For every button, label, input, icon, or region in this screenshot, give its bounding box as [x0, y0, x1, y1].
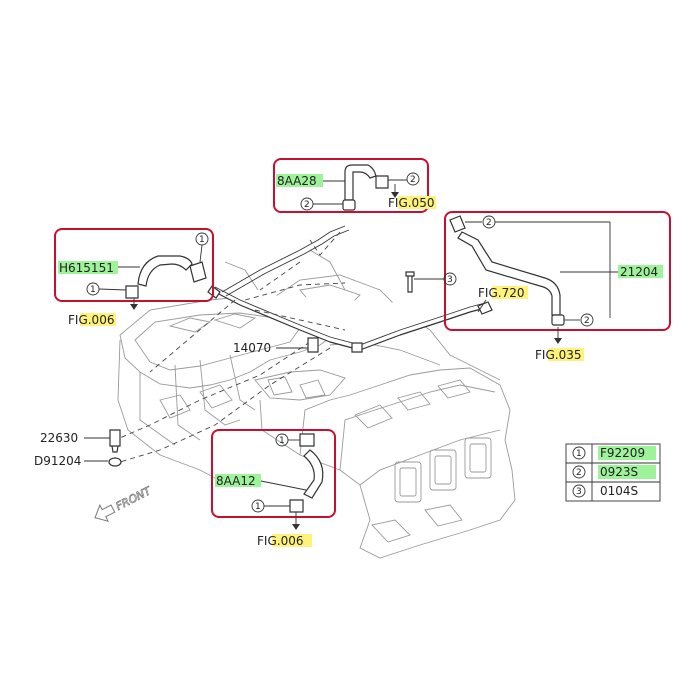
dashed-leaders [114, 231, 346, 463]
hose-H615151 [137, 255, 193, 287]
fig-ref-006-bottom: G.006 [267, 534, 303, 548]
engine-block-outline [117, 249, 516, 559]
callout-2-icon [406, 172, 420, 186]
part-H615151-label: H615151 [59, 261, 114, 275]
svg-text:2: 2 [576, 468, 582, 478]
callout-3-icon [443, 272, 457, 286]
part-14070-label: 14070 [233, 341, 271, 355]
part-8AA12-label: 8AA12 [216, 474, 256, 488]
callout-2-icon [580, 313, 594, 327]
fig-ref-006-left-prefix: F [68, 313, 75, 327]
part-8AA28-label: 8AA28 [277, 174, 317, 188]
legend-row: 2 0923S [572, 465, 656, 479]
part-21204-label: 21204 [620, 265, 658, 279]
svg-text:1: 1 [199, 235, 205, 245]
fig-ref-035: G.03 [545, 348, 573, 362]
pipe-clamps [207, 285, 493, 353]
group-bottom: 1 8AA12 1 FIG.006 [215, 433, 324, 548]
svg-text:1: 1 [279, 436, 285, 446]
clamp-icon [449, 215, 466, 233]
clamp-icon [189, 261, 207, 283]
svg-text:2: 2 [304, 200, 310, 210]
front-direction-indicator: FRONT [94, 483, 155, 522]
clamp-icon [551, 314, 565, 326]
part-D91204-label: D91204 [34, 454, 81, 468]
fig-ref-720: G.72 [488, 286, 516, 300]
svg-text:FIG.050: FIG.050 [388, 196, 434, 210]
fig-ref-006-left: IG.00 [75, 313, 107, 327]
legend-code: 0923S [600, 465, 638, 479]
svg-text:1: 1 [90, 285, 96, 295]
svg-text:3: 3 [447, 275, 453, 285]
hose-8AA12 [303, 449, 324, 499]
clamp-icon [289, 499, 304, 513]
fig-ref-720-prefix: FI [478, 286, 488, 300]
group-top-center: 8AA28 2 2 FIG.050 [276, 164, 436, 211]
svg-text:1: 1 [255, 502, 261, 512]
svg-text:FIG.720: FIG.720 [478, 286, 524, 300]
highlight-box-right [444, 211, 671, 331]
svg-text:2: 2 [410, 175, 416, 185]
part-21204-highlight [618, 265, 663, 278]
svg-text:FIG.035: FIG.035 [535, 348, 581, 362]
highlight-box-top-center [273, 158, 429, 213]
svg-text:2: 2 [584, 316, 590, 326]
front-label: FRONT [114, 484, 155, 513]
temp-sensor-icon [109, 429, 121, 453]
svg-text:FIG.006: FIG.006 [257, 534, 303, 548]
callout-1-icon [572, 446, 586, 460]
legend-code: F92209 [600, 446, 645, 460]
clamp-icon [375, 175, 389, 189]
sensor-group: 22630 D91204 [34, 429, 122, 468]
callout-2-icon [572, 465, 586, 479]
washer-icon [108, 457, 122, 467]
legend-row: 3 0104S [572, 484, 638, 498]
clamp-icon [125, 285, 139, 299]
fig-ref-035-prefix: FI [535, 348, 545, 362]
part-8AA12-highlight [215, 474, 261, 487]
callout-3-icon [572, 484, 586, 498]
legend-row: 1 F92209 [572, 446, 656, 460]
bolt-3: 3 [405, 271, 457, 293]
part-22630-label: 22630 [40, 431, 78, 445]
highlight-box-bottom [211, 429, 336, 518]
part-H615151-highlight [58, 261, 118, 274]
front-arrow-icon [94, 503, 116, 522]
legend-table: 1 F92209 2 0923S 3 0104S [565, 443, 661, 502]
fig-ref-050: IG.050 [395, 196, 435, 210]
legend-code: 0104S [600, 484, 638, 498]
svg-text:FIG.006: FIG.006 [68, 313, 114, 327]
svg-text:1: 1 [576, 449, 582, 459]
bolt-icon [405, 271, 415, 293]
svg-text:3: 3 [576, 487, 582, 497]
fig-ref-050-prefix: F [388, 196, 395, 210]
hose-21204 [457, 231, 561, 316]
hose-8AA28 [344, 164, 377, 201]
fig-ref-006-bottom-prefix: FI [257, 534, 267, 548]
svg-text:2: 2 [486, 218, 492, 228]
part-8AA28-highlight [276, 174, 323, 187]
upper-pipe [221, 225, 350, 297]
clamp-icon [299, 433, 315, 447]
group-left: H615151 1 1 FIG.006 [58, 232, 209, 327]
group-right: 2 21204 2 FIG.720 FIG.035 [449, 215, 663, 362]
